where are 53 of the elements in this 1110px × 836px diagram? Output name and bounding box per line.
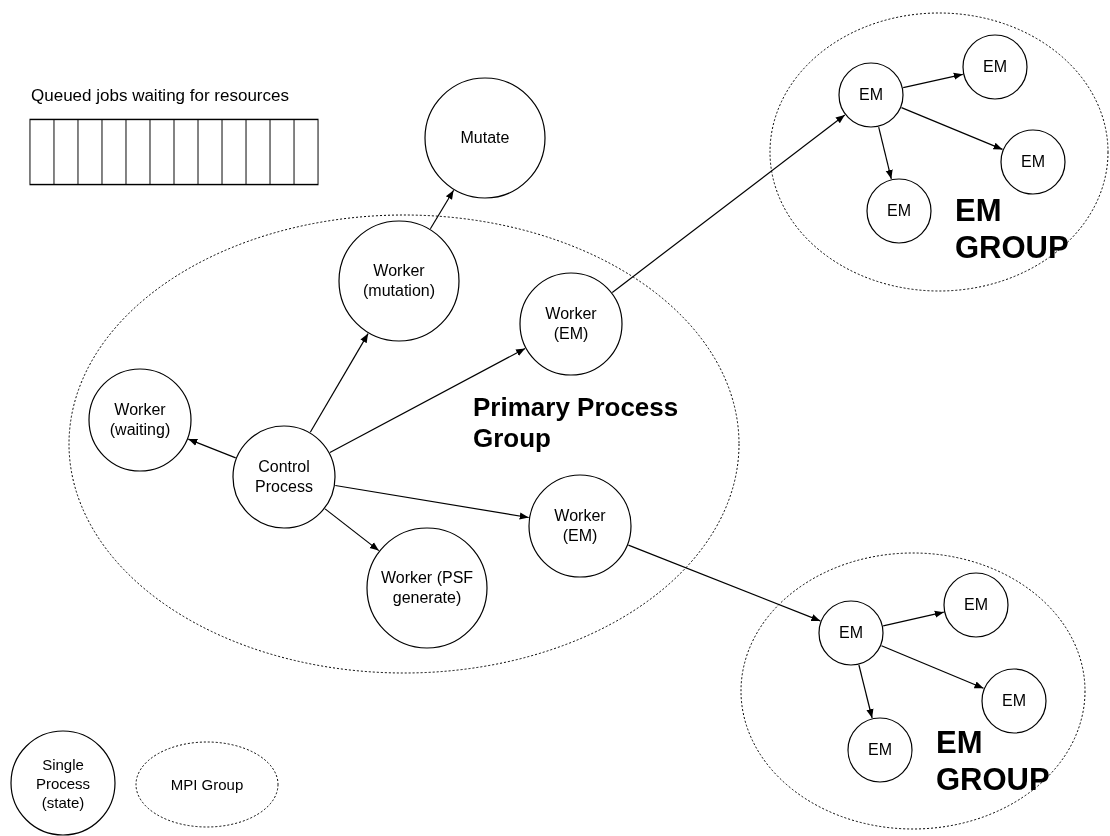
process-circle: [88, 368, 192, 472]
node-label: Worker (mutation): [362, 261, 436, 301]
node-label: Worker (waiting): [108, 400, 172, 440]
node-label: Control Process: [254, 457, 314, 497]
process-circle: [838, 62, 904, 128]
node-label: Worker (PSF generate): [379, 568, 475, 608]
process-circle: [528, 474, 632, 578]
arrow: [324, 508, 380, 552]
process-circle: [1000, 129, 1066, 195]
node-label: EM: [1002, 691, 1026, 711]
arrow: [334, 484, 530, 520]
process-circle: [847, 717, 913, 783]
process-circle: [818, 600, 884, 666]
process-circle: [338, 220, 460, 342]
arrow: [880, 645, 985, 689]
node-label: Mutate: [460, 128, 510, 148]
process-circle: [232, 425, 336, 529]
legend-text: Single Process (state): [34, 754, 92, 812]
arrow: [611, 114, 846, 293]
node-label: Worker (EM): [553, 506, 607, 546]
process-group-ellipse: [68, 214, 740, 674]
arrow: [627, 544, 821, 622]
process-circle: [981, 668, 1047, 734]
arrow: [882, 610, 945, 627]
process-circle: [519, 272, 623, 376]
node-label: EM: [839, 623, 863, 643]
process-circle: [943, 572, 1009, 638]
process-circle: [866, 178, 932, 244]
node-label: EM: [1021, 152, 1045, 172]
process-circle: [962, 34, 1028, 100]
group-title: Primary Process Group: [473, 392, 680, 454]
node-label: EM: [983, 57, 1007, 77]
queue-caption: Queued jobs waiting for resources: [31, 86, 289, 106]
process-group-ellipse: [740, 552, 1086, 830]
arrow: [329, 347, 526, 454]
node-label: EM: [859, 85, 883, 105]
arrow: [878, 126, 893, 180]
group-title: EM GROUP: [955, 192, 1070, 266]
process-circle: [424, 77, 546, 199]
process-circle: [366, 527, 488, 649]
arrow: [900, 107, 1004, 150]
node-label: Worker (EM): [544, 304, 598, 344]
arrow: [429, 189, 455, 230]
arrow: [309, 333, 369, 433]
arrow: [858, 664, 874, 719]
arrow: [187, 438, 237, 459]
node-label: EM: [887, 201, 911, 221]
node-label: EM: [964, 595, 988, 615]
legend-text: MPI Group: [170, 775, 244, 794]
process-group-ellipse: [769, 12, 1109, 292]
group-title: EM GROUP: [936, 724, 1051, 798]
arrow: [902, 72, 964, 89]
node-label: EM: [868, 740, 892, 760]
